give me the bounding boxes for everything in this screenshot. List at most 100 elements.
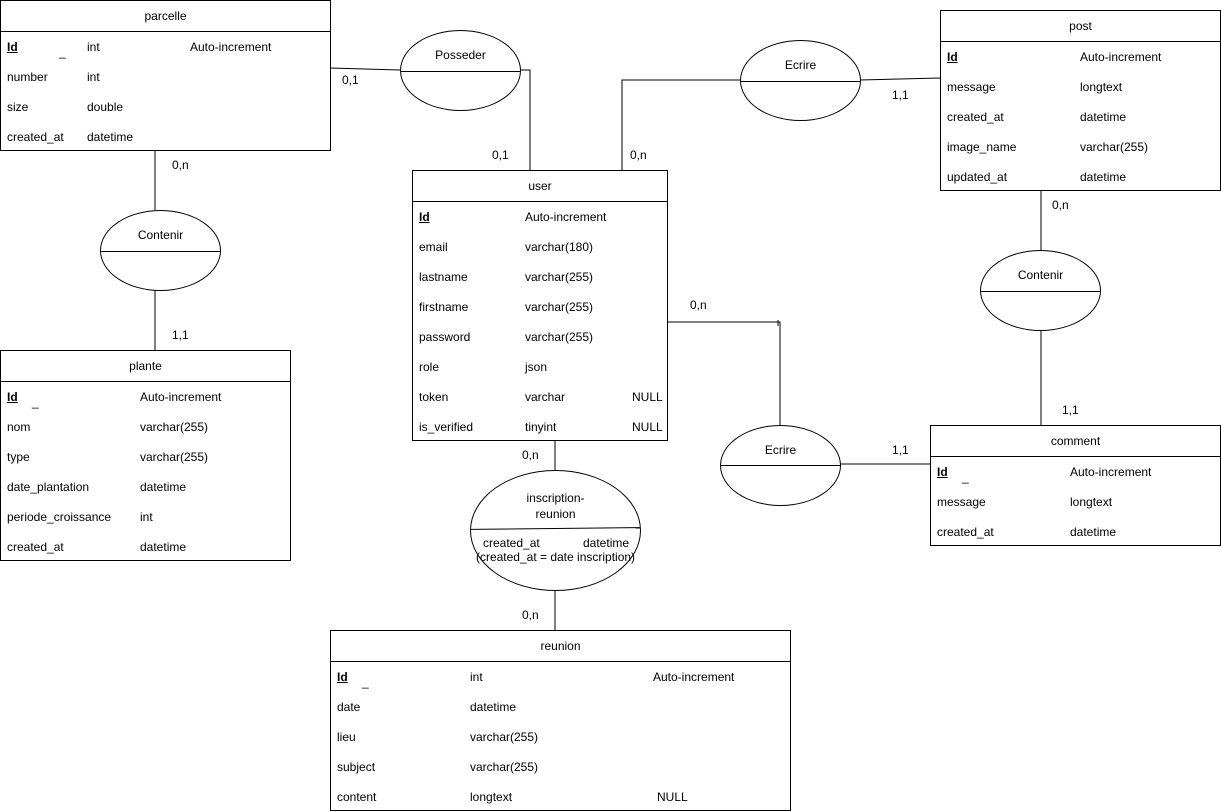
attribute-row[interactable]: created_at datetime <box>931 517 1220 547</box>
entity-reunion[interactable]: reunion Id _ int Auto-increment date dat… <box>330 630 791 811</box>
line-ecrire-post <box>859 77 941 81</box>
cardinality-user-posseder: 0,1 <box>492 148 509 162</box>
key-marker: _ <box>32 395 39 409</box>
attribute-type: tinyint <box>525 420 557 434</box>
attribute-name: message <box>947 80 996 94</box>
attribute-extra: Auto-increment <box>653 670 735 684</box>
attribute-row[interactable]: created_at datetime <box>1 122 330 152</box>
attribute-name: is_verified <box>419 420 474 434</box>
attribute-row[interactable]: created_at datetime <box>1 532 290 562</box>
attribute-row[interactable]: firstname varchar(255) <box>413 292 667 322</box>
attribute-name: subject <box>337 760 376 774</box>
entity-title: parcelle <box>1 1 330 32</box>
attribute-row[interactable]: is_verified tinyint NULL <box>413 412 667 442</box>
relation-name-line2: reunion <box>535 507 576 521</box>
relation-name-line1: inscription- <box>526 491 585 505</box>
attribute-row[interactable]: Id _ Auto-increment <box>931 457 1220 487</box>
attribute-type: datetime <box>1070 525 1117 539</box>
attribute-type: varchar(255) <box>525 270 594 284</box>
entity-title: post <box>941 11 1220 42</box>
attribute-extra: NULL <box>632 420 663 434</box>
attribute-name: password <box>419 330 471 344</box>
attribute-type: datetime <box>140 480 187 494</box>
attribute-type: int <box>87 40 100 54</box>
attribute-row[interactable]: periode_croissance int <box>1 502 290 532</box>
attribute-row[interactable]: Id _ Auto-increment <box>1 382 290 412</box>
attribute-name: created_at <box>7 130 64 144</box>
attribute-row[interactable]: nom varchar(255) <box>1 412 290 442</box>
cardinality-user-inscription: 0,n <box>522 448 539 462</box>
relation-posseder[interactable]: Posseder <box>400 30 521 111</box>
attribute-name: role <box>419 360 440 374</box>
attribute-type: varchar(255) <box>470 760 539 774</box>
attribute-row[interactable]: Id Auto-increment <box>941 42 1220 72</box>
relation-inscription-reunion[interactable]: inscription- reunion created_at datetime… <box>470 470 641 591</box>
attribute-name: email <box>419 240 448 254</box>
attribute-extra: Auto-increment <box>190 40 272 54</box>
attribute-row[interactable]: type varchar(255) <box>1 442 290 472</box>
relation-attribute-name: created_at <box>483 536 540 550</box>
attribute-row[interactable]: created_at datetime <box>941 102 1220 132</box>
entity-comment[interactable]: comment Id _ Auto-increment message long… <box>930 425 1221 546</box>
attribute-row[interactable]: content longtext NULL <box>331 782 790 812</box>
attribute-name: created_at <box>947 110 1004 124</box>
attribute-row[interactable]: lastname varchar(255) <box>413 262 667 292</box>
attribute-type: double <box>87 100 124 114</box>
key-marker: _ <box>59 45 66 59</box>
attribute-row[interactable]: Id _ int Auto-increment <box>331 662 790 692</box>
attribute-row[interactable]: token varchar NULL <box>413 382 667 412</box>
attribute-row[interactable]: message longtext <box>941 72 1220 102</box>
attribute-row[interactable]: email varchar(180) <box>413 232 667 262</box>
relation-contenir-post-comment[interactable]: Contenir <box>980 250 1101 331</box>
relation-ecrire-user-comment[interactable]: Ecrire <box>720 425 841 506</box>
relation-divider <box>981 291 1100 292</box>
relation-contenir-parcelle-plante[interactable]: Contenir <box>100 210 221 291</box>
attribute-name: size <box>7 100 29 114</box>
attribute-type: int <box>140 510 153 524</box>
attribute-row[interactable]: message longtext <box>931 487 1220 517</box>
relation-ecrire-user-post[interactable]: Ecrire <box>740 40 861 121</box>
entity-post[interactable]: post Id Auto-increment message longtext … <box>940 10 1221 191</box>
cardinality-comment-ecrire: 1,1 <box>892 443 909 457</box>
cardinality-parcelle-posseder: 0,1 <box>342 73 359 87</box>
attribute-type: json <box>525 360 548 374</box>
attribute-name: Id <box>337 670 348 684</box>
entity-plante[interactable]: plante Id _ Auto-increment nom varchar(2… <box>0 350 291 561</box>
attribute-type: varchar(255) <box>525 300 594 314</box>
attribute-row[interactable]: Id Auto-increment <box>413 202 667 232</box>
relation-name: Ecrire <box>764 443 797 457</box>
attribute-row[interactable]: date_plantation datetime <box>1 472 290 502</box>
cardinality-parcelle-contenir: 0,n <box>172 158 189 172</box>
entity-user[interactable]: user Id Auto-increment email varchar(180… <box>412 170 668 441</box>
attribute-row[interactable]: updated_at datetime <box>941 162 1220 192</box>
entity-parcelle[interactable]: parcelle Id _ int Auto-increment number … <box>0 0 331 151</box>
attribute-extra: NULL <box>657 790 688 804</box>
cardinality-reunion-inscription: 0,n <box>522 608 539 622</box>
attribute-type: longtext <box>1080 80 1123 94</box>
attribute-row[interactable]: lieu varchar(255) <box>331 722 790 752</box>
attribute-type: longtext <box>470 790 513 804</box>
attribute-row[interactable]: date datetime <box>331 692 790 722</box>
attribute-row[interactable]: password varchar(255) <box>413 322 667 352</box>
attribute-row[interactable]: role json <box>413 352 667 382</box>
key-marker: _ <box>362 675 369 689</box>
attribute-type: Auto-increment <box>525 210 607 224</box>
attribute-name: lieu <box>337 730 356 744</box>
attribute-type: varchar(255) <box>140 420 209 434</box>
attribute-type: varchar(255) <box>1080 140 1149 154</box>
entity-title: user <box>413 171 667 202</box>
line-user-ecrire-post <box>621 79 740 170</box>
key-marker: _ <box>962 470 969 484</box>
attribute-row[interactable]: subject varchar(255) <box>331 752 790 782</box>
attribute-name: periode_croissance <box>7 510 112 524</box>
relation-divider <box>741 81 860 82</box>
attribute-type: Auto-increment <box>1070 465 1152 479</box>
attribute-name: image_name <box>947 140 1017 154</box>
relation-attribute-note: (created_at = date inscription) <box>475 550 636 564</box>
attribute-row[interactable]: image_name varchar(255) <box>941 132 1220 162</box>
attribute-row[interactable]: number int <box>1 62 330 92</box>
attribute-row[interactable]: Id _ int Auto-increment <box>1 32 330 62</box>
relation-name: Ecrire <box>784 58 817 72</box>
attribute-row[interactable]: size double <box>1 92 330 122</box>
